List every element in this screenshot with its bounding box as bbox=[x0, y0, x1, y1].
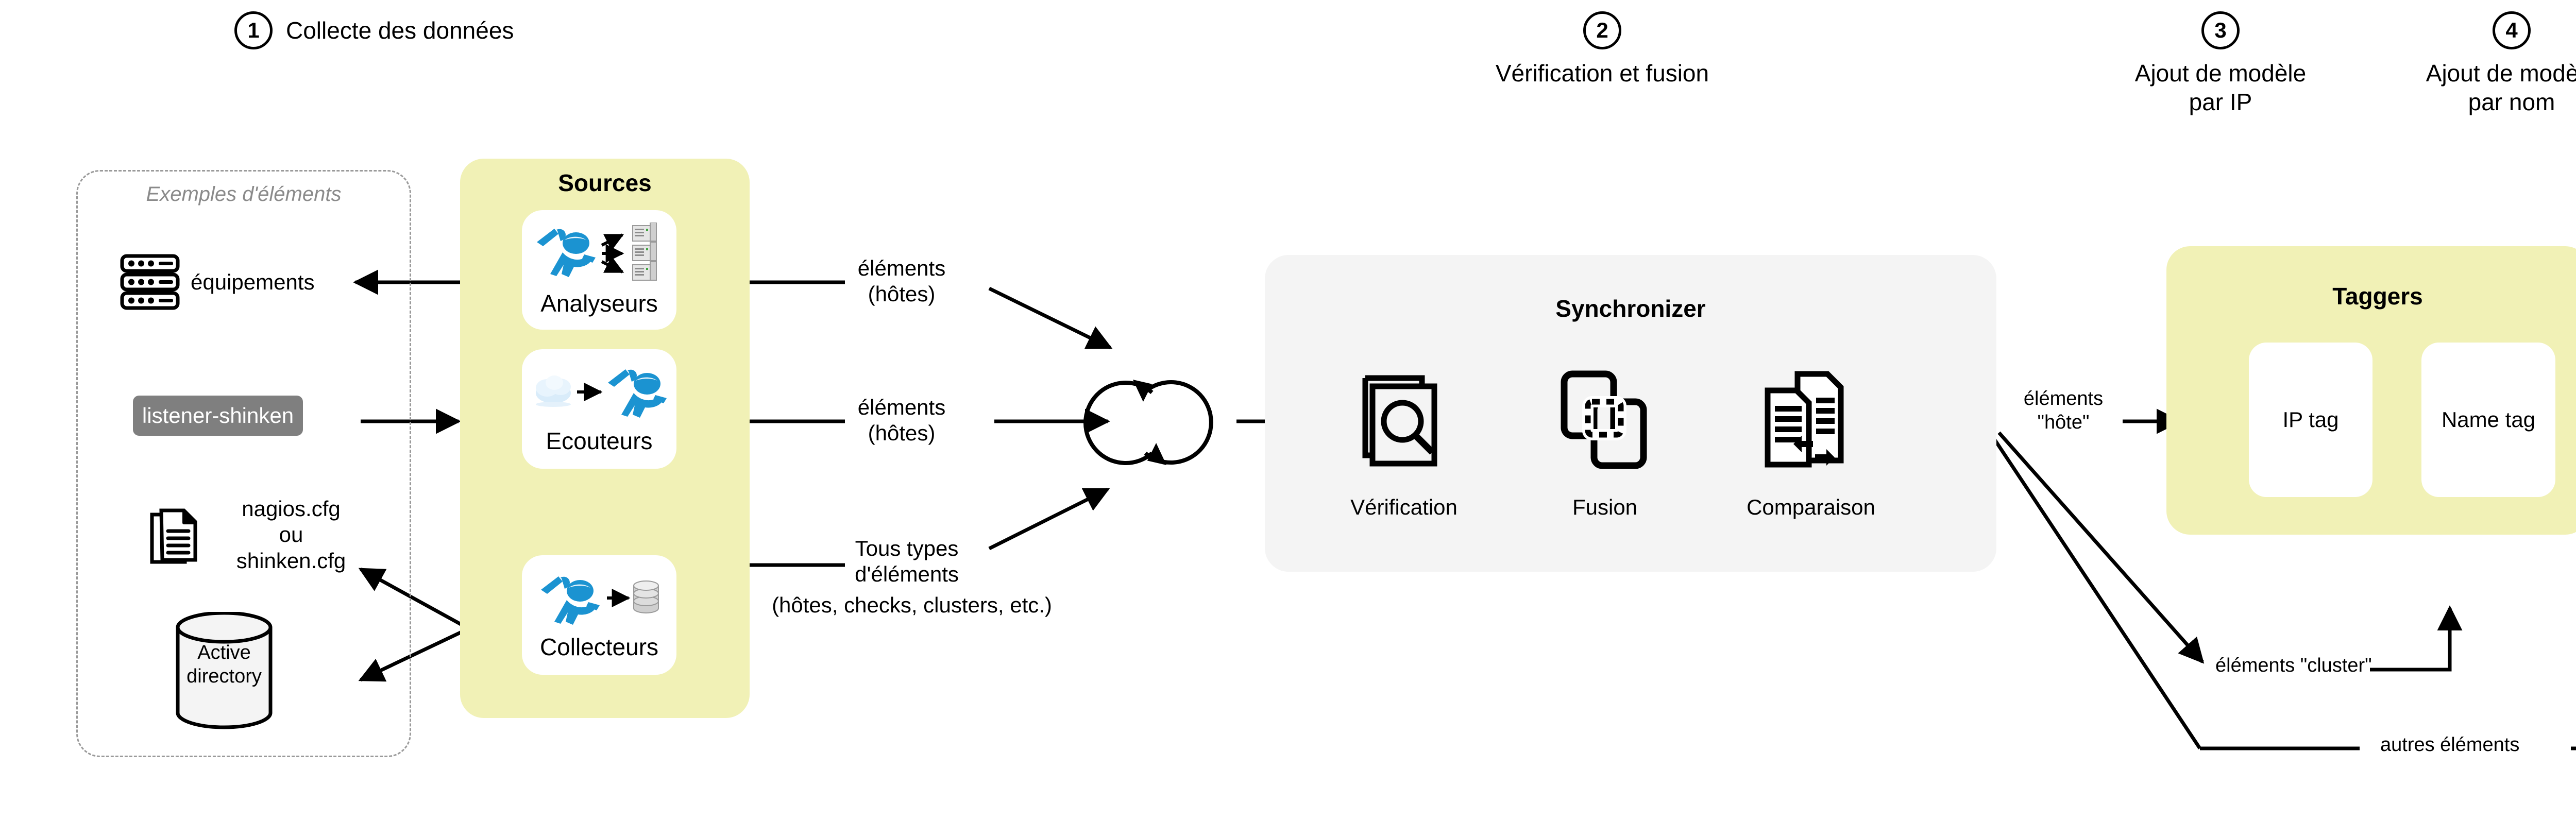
shinken-ninja-to-database-icon bbox=[532, 569, 667, 626]
shinken-ninja-to-servers-icon bbox=[532, 223, 667, 284]
flow-label-tous-types-note: (hôtes, checks, clusters, etc.) bbox=[772, 593, 1052, 617]
step-number-badge: 1 bbox=[234, 11, 273, 49]
source-card-label: Collecteurs bbox=[539, 634, 659, 660]
document-magnifier-icon bbox=[1355, 371, 1453, 469]
documents-icon bbox=[148, 507, 200, 568]
source-card-label: Ecouteurs bbox=[546, 428, 653, 454]
source-card-analyseurs[interactable]: Analyseurs bbox=[522, 210, 676, 330]
compare-documents-icon bbox=[1759, 369, 1860, 470]
step-header-2: 2 Vérification et fusion bbox=[1437, 11, 1767, 88]
flow-label-elements-cluster: éléments "cluster" bbox=[2215, 655, 2372, 676]
stage-label-comparaison: Comparaison bbox=[1747, 495, 1875, 519]
taggers-panel-title: Taggers bbox=[2332, 283, 2423, 310]
example-label-configfiles: nagios.cfg ou shinken.cfg bbox=[236, 497, 346, 573]
server-rack-icon bbox=[120, 253, 180, 311]
example-label-equipements: équipements bbox=[191, 270, 315, 294]
step-number-badge: 2 bbox=[1583, 11, 1621, 49]
step-title: Ajout de modèle par IP bbox=[2134, 60, 2307, 116]
sources-panel-title: Sources bbox=[558, 169, 652, 196]
stage-label-verification: Vérification bbox=[1350, 495, 1458, 519]
cloud-to-shinken-ninja-icon bbox=[532, 363, 667, 420]
step-number-badge: 4 bbox=[2493, 11, 2531, 49]
tagger-card-name-tag[interactable]: Name tag bbox=[2421, 343, 2555, 497]
source-card-label: Analyseurs bbox=[540, 290, 658, 317]
step-header-3: 3 Ajout de modèle par IP bbox=[2092, 11, 2349, 116]
flow-label-elements-hote: éléments "hôte" bbox=[2023, 388, 2104, 433]
active-directory-cylinder-icon bbox=[173, 612, 276, 731]
step-header-4: 4 Ajout de modèle par nom bbox=[2383, 11, 2576, 116]
example-label-activedirectory: Active directory bbox=[187, 642, 262, 687]
tagger-card-ip-tag[interactable]: IP tag bbox=[2249, 343, 2372, 497]
step-number-badge: 3 bbox=[2201, 11, 2240, 49]
step-title: Ajout de modèle par nom bbox=[2426, 60, 2576, 116]
examples-box bbox=[76, 170, 411, 757]
flow-label-elements-hotes-2: éléments (hôtes) bbox=[857, 395, 946, 446]
step-header-1: 1 Collecte des données bbox=[234, 11, 514, 49]
flow-label-elements-hotes-1: éléments (hôtes) bbox=[857, 256, 946, 306]
source-card-ecouteurs[interactable]: Ecouteurs bbox=[522, 349, 676, 469]
step-title: Collecte des données bbox=[286, 16, 514, 44]
source-card-collecteurs[interactable]: Collecteurs bbox=[522, 555, 676, 675]
flow-label-tous-types: Tous types d'éléments bbox=[855, 536, 959, 587]
synchronizer-panel-title: Synchronizer bbox=[1555, 295, 1706, 322]
merge-shapes-icon bbox=[1556, 370, 1654, 470]
stage-label-fusion: Fusion bbox=[1572, 495, 1638, 519]
listener-shinken-pill[interactable]: listener-shinken bbox=[133, 396, 303, 436]
examples-box-title: Exemples d'éléments bbox=[146, 183, 342, 206]
step-title: Vérification et fusion bbox=[1495, 60, 1709, 87]
flow-label-autres-elements: autres éléments bbox=[2380, 734, 2520, 756]
